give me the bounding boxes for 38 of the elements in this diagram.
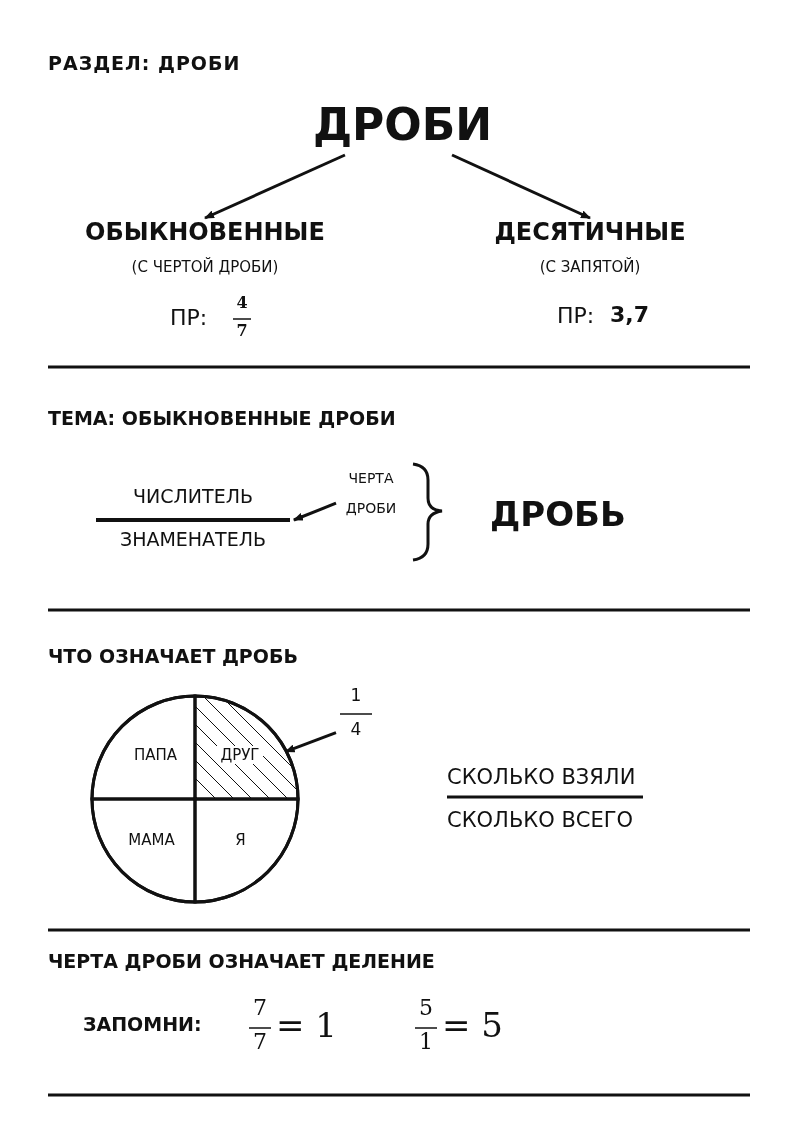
denominator-term: ЗНАМЕНАТЕЛЬ [118, 528, 268, 550]
example-label: ПР: [557, 303, 595, 328]
decimal-number: 3,7 [610, 302, 649, 327]
section-title: РАЗДЕЛ: ДРОБИ [48, 52, 241, 74]
leader-arrow [284, 731, 337, 754]
quadrant-label: ПАПА [132, 746, 179, 764]
arrow [204, 153, 346, 220]
numerator-term: ЧИСЛИТЕЛЬ [132, 485, 254, 507]
fraction-denominator: 1 [418, 1029, 434, 1054]
quadrant-label: МАМА [127, 831, 176, 849]
fraction-numerator-phrase: СКОЛЬКО ВЗЯЛИ [447, 765, 636, 789]
section-heading: ЧТО ОЗНАЧАЕТ ДРОБЬ [48, 645, 298, 667]
fraction-numerator: 1 [349, 685, 363, 705]
category-heading: ДЕСЯТИЧНЫЕ [493, 218, 687, 246]
category-note: (С ЗАПЯТОЙ) [538, 258, 642, 276]
category-note: (С ЧЕРТОЙ ДРОБИ) [130, 258, 280, 276]
fraction-denominator-phrase: СКОЛЬКО ВСЕГО [447, 808, 634, 832]
quadrant-label: ДРУГ [217, 746, 263, 764]
callout-label: ЧЕРТА ДРОБИ [336, 463, 406, 523]
fraction-denominator: 4 [349, 719, 363, 739]
equation-result: = 1 [276, 1005, 337, 1045]
fraction-bar [96, 518, 290, 522]
section-heading: ТЕМА: ОБЫКНОВЕННЫЕ ДРОБИ [48, 407, 396, 429]
example-label: ПР: [170, 305, 208, 330]
memo-label: ЗАПОМНИ: [83, 1013, 202, 1035]
quadrant-label: Я [234, 831, 247, 849]
fraction-denominator: 7 [252, 1029, 268, 1054]
topic-heading: ДРОБИ [305, 95, 500, 155]
arrow [451, 153, 591, 220]
fraction-numerator: 7 [252, 995, 268, 1020]
fraction-denominator: 7 [235, 321, 249, 340]
fraction-numerator: 4 [235, 293, 249, 312]
equation-result: = 5 [442, 1005, 503, 1045]
section-heading: ЧЕРТА ДРОБИ ОЗНАЧАЕТ ДЕЛЕНИЕ [48, 950, 435, 972]
result-term: ДРОБЬ [490, 494, 626, 534]
leader-arrow [292, 501, 337, 522]
category-heading: ОБЫКНОВЕННЫЕ [84, 218, 326, 246]
fraction-numerator: 5 [418, 995, 434, 1020]
